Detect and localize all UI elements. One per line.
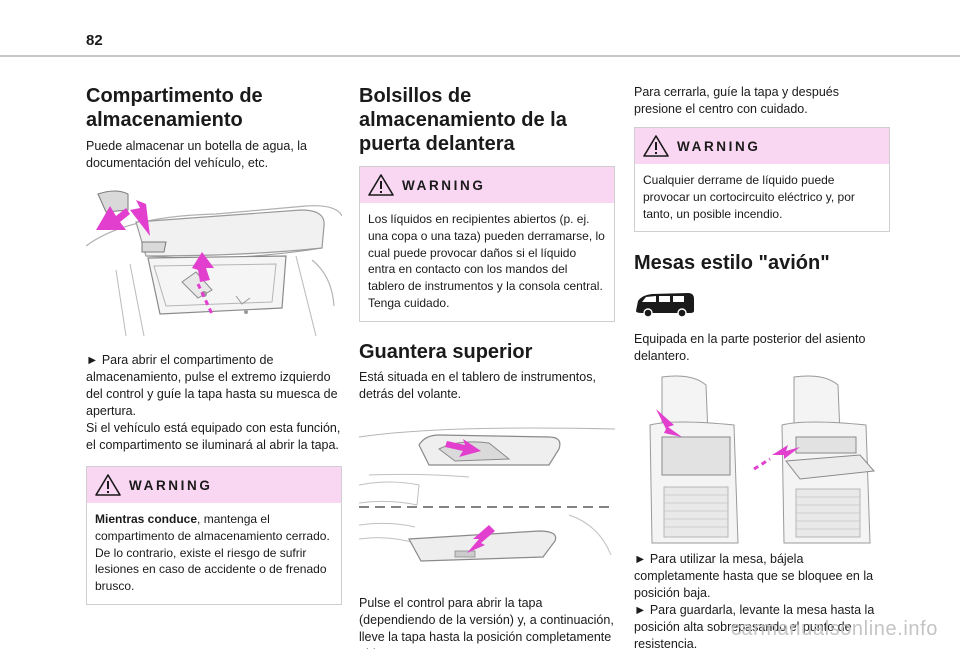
close-text: Para cerrarla, guíe la tapa y después pr…: [634, 85, 839, 116]
footer-watermark: carmanualsonline.info: [730, 618, 938, 640]
warning-triangle-icon: [643, 135, 669, 157]
warning-box: WARNING Los líquidos en recipientes abie…: [359, 166, 615, 322]
section-title: Mesas estilo "avión": [634, 252, 830, 275]
warning-header: WARNING: [360, 167, 614, 203]
warning-box: WARNING Mientras conduce, mantenga el co…: [86, 466, 342, 605]
warning-label: WARNING: [677, 138, 761, 154]
section-title: Compartimento de almacenamiento: [86, 85, 263, 131]
header-rule: [0, 55, 960, 57]
warning-rest-text: , mantenga el compartimento de almacenam…: [95, 512, 330, 594]
upper-glovebox-illustration: [359, 414, 615, 585]
warning-triangle-icon: [368, 174, 394, 196]
arrow-icon: [656, 409, 800, 460]
column-middle: Bolsillos de almacenamiento de la puerta…: [359, 80, 615, 649]
caption-text: Pulse el control para abrir la tapa (dep…: [359, 595, 614, 649]
warning-text: Mientras conduce, mantenga el compartime…: [87, 503, 341, 604]
warning-header: WARNING: [87, 467, 341, 503]
warning-text: Los líquidos en recipientes abiertos (p.…: [368, 212, 605, 310]
warning-triangle-icon: [95, 474, 121, 496]
warning-label: WARNING: [129, 477, 213, 493]
page-number: 82: [86, 32, 103, 49]
warning-bold-text: Mientras conduce: [95, 512, 198, 526]
glovebox-illustration: [86, 186, 342, 346]
intro-text: Puede almacenar un botella de agua, la d…: [86, 139, 307, 170]
step-text: ► Para guardarla, levante la mesa hasta …: [634, 603, 875, 649]
note-text: Si el vehículo está equipado con esta fu…: [86, 421, 341, 452]
section-intro: Está situada en el tablero de instrument…: [359, 369, 596, 401]
step-text: ► Para abrir el compartimento de almacen…: [86, 353, 338, 418]
tray-table-illustration: [634, 375, 890, 546]
warning-box: WARNING Cualquier derrame de líquido pue…: [634, 127, 890, 233]
van-silhouette-icon: [636, 293, 694, 319]
warning-label: WARNING: [402, 177, 486, 193]
arrow-icon: [96, 200, 214, 282]
section-title: Bolsillos de almacenamiento de la puerta…: [359, 85, 567, 155]
column-right: Para cerrarla, guíe la tapa y después pr…: [634, 80, 890, 649]
column-left: Compartimento de almacenamiento Puede al…: [86, 80, 342, 605]
step-text: ► Para utilizar la mesa, bájela completa…: [634, 552, 874, 601]
warning-header: WARNING: [635, 128, 889, 164]
equip-text: Equipada en la parte posterior del asien…: [634, 332, 866, 364]
warning-text: Cualquier derrame de líquido puede provo…: [643, 173, 855, 221]
section-title: Guantera superior: [359, 340, 533, 363]
arrow-icon: [445, 438, 495, 553]
